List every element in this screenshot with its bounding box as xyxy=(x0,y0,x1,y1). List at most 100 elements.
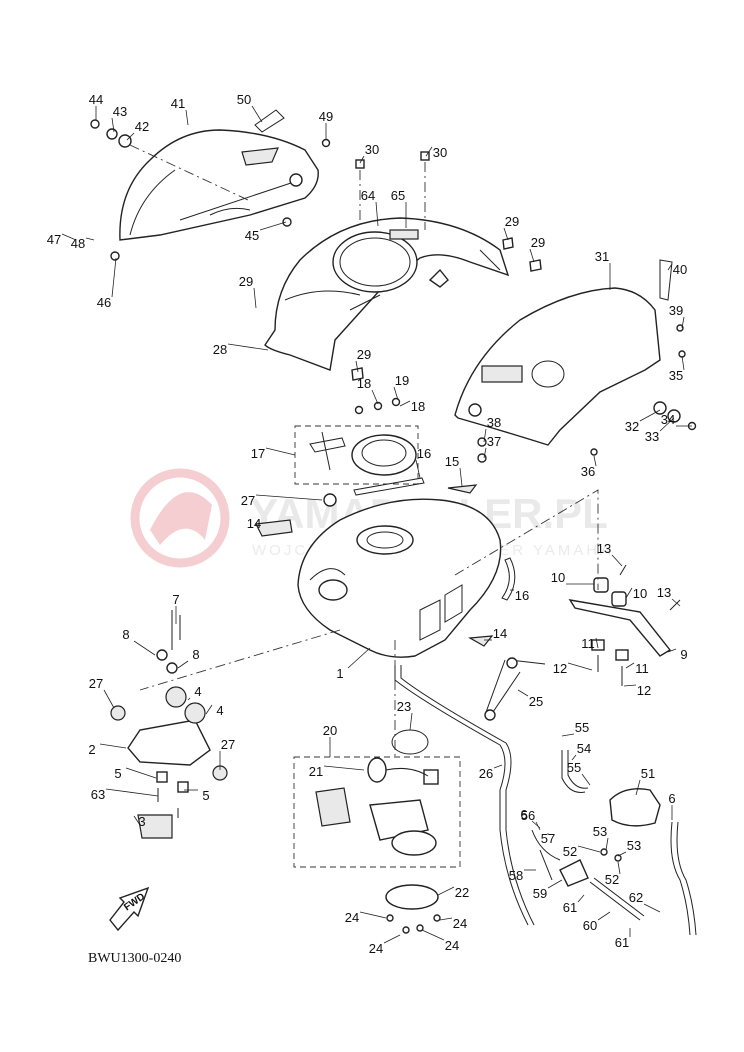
callout-19: 19 xyxy=(395,373,409,388)
callout-leader-13 xyxy=(611,554,623,567)
callout-leader-63 xyxy=(105,788,159,797)
callout-leader-51 xyxy=(635,779,641,796)
callout-27: 27 xyxy=(89,676,103,691)
callout-8: 8 xyxy=(122,627,129,642)
callout-52: 52 xyxy=(563,844,577,859)
callout-leaders xyxy=(61,105,692,944)
callout-leader-35 xyxy=(681,355,685,371)
callout-leader-41 xyxy=(185,109,189,126)
callout-6: 6 xyxy=(520,807,527,822)
callout-16: 16 xyxy=(417,446,431,461)
callout-42: 42 xyxy=(135,119,149,134)
part-20-fuel-pump xyxy=(293,729,461,934)
callout-leader-19 xyxy=(393,386,399,401)
callout-24: 24 xyxy=(445,938,459,953)
callout-leader-12 xyxy=(567,662,593,671)
part-14-pad-2 xyxy=(468,635,494,647)
callout-leader-43 xyxy=(111,117,115,133)
callout-leader-32 xyxy=(639,409,661,422)
callout-leader-2 xyxy=(99,743,127,749)
watermark-logo-swoosh xyxy=(150,492,212,545)
callout-leader-52 xyxy=(577,845,601,853)
callout-leader-17 xyxy=(265,447,296,456)
callout-leader-45 xyxy=(259,221,287,231)
callout-14: 14 xyxy=(247,516,261,531)
part-14-pad xyxy=(255,519,293,537)
callout-leader-54 xyxy=(571,754,577,761)
callout-26: 26 xyxy=(479,766,493,781)
callout-7: 7 xyxy=(172,592,179,607)
callout-38: 38 xyxy=(487,415,501,430)
part-23-ring xyxy=(391,729,429,755)
watermark-logo-icon xyxy=(130,468,230,568)
callout-25: 25 xyxy=(529,694,543,709)
part-22-plate xyxy=(385,884,439,910)
part-3-pad xyxy=(137,814,173,839)
callout-leader-59 xyxy=(547,879,563,889)
part-50-vent-grill xyxy=(241,147,279,166)
callout-leader-39 xyxy=(681,316,685,329)
callout-leader-42 xyxy=(126,132,135,141)
callout-leader-8 xyxy=(133,640,156,656)
callout-47: 47 xyxy=(47,232,61,247)
callout-63: 63 xyxy=(91,787,105,802)
callout-4: 4 xyxy=(194,684,201,699)
callout-52: 52 xyxy=(605,872,619,887)
part-25-hose xyxy=(484,657,546,721)
callout-18: 18 xyxy=(411,399,425,414)
callout-leader-56 xyxy=(535,821,541,831)
part-31-side-cover xyxy=(454,259,697,463)
callout-leader-27 xyxy=(103,689,115,709)
callout-leader-24 xyxy=(421,929,445,941)
callout-leader-30 xyxy=(359,155,365,164)
callout-leader-61 xyxy=(577,894,585,903)
part-31-vent xyxy=(481,365,523,383)
callout-leader-16 xyxy=(415,459,421,479)
callout-leader-53 xyxy=(605,837,609,851)
callout-9: 9 xyxy=(680,647,687,662)
callout-leader-30 xyxy=(425,146,433,157)
callout-24: 24 xyxy=(369,941,383,956)
callout-31: 31 xyxy=(595,249,609,264)
part-26-hose xyxy=(394,665,535,926)
callout-16: 16 xyxy=(515,588,529,603)
part-65-emblem xyxy=(389,229,419,240)
callout-leader-38 xyxy=(483,428,487,443)
callout-leader-37 xyxy=(483,447,487,459)
callout-41: 41 xyxy=(171,96,185,111)
callout-53: 53 xyxy=(593,824,607,839)
callout-leader-55 xyxy=(581,773,591,786)
callout-leader-53 xyxy=(617,851,627,857)
callout-4: 4 xyxy=(216,703,223,718)
callout-48: 48 xyxy=(71,236,85,251)
part-28-center-cover xyxy=(264,151,542,381)
callout-leader-26 xyxy=(493,764,503,769)
callout-leader-24 xyxy=(439,917,453,921)
callout-11: 11 xyxy=(635,661,649,676)
callout-55: 55 xyxy=(575,720,589,735)
callout-leader-47 xyxy=(61,233,77,241)
callout-34: 34 xyxy=(661,412,675,427)
callout-leader-52 xyxy=(617,861,621,875)
callout-22: 22 xyxy=(455,885,469,900)
callout-leader-11 xyxy=(595,637,599,649)
callout-27: 27 xyxy=(241,493,255,508)
callout-leader-22 xyxy=(437,886,455,896)
callout-27: 27 xyxy=(221,737,235,752)
part-15-pad xyxy=(447,484,478,494)
callout-leader-9 xyxy=(667,648,677,653)
callout-55: 55 xyxy=(567,760,581,775)
callout-56: 56 xyxy=(521,808,535,823)
callout-leader-29 xyxy=(253,287,257,309)
callout-leader-36 xyxy=(593,455,597,467)
callout-46: 46 xyxy=(97,295,111,310)
callout-leader-3 xyxy=(133,815,141,826)
callout-49: 49 xyxy=(319,109,333,124)
callout-leader-29 xyxy=(529,248,535,263)
callout-leader-25 xyxy=(517,689,529,697)
part-64-fuel-opening xyxy=(332,231,418,293)
callout-57: 57 xyxy=(541,831,555,846)
callout-leader-23 xyxy=(409,712,413,731)
callout-59: 59 xyxy=(533,886,547,901)
part-50-tube xyxy=(254,109,285,133)
